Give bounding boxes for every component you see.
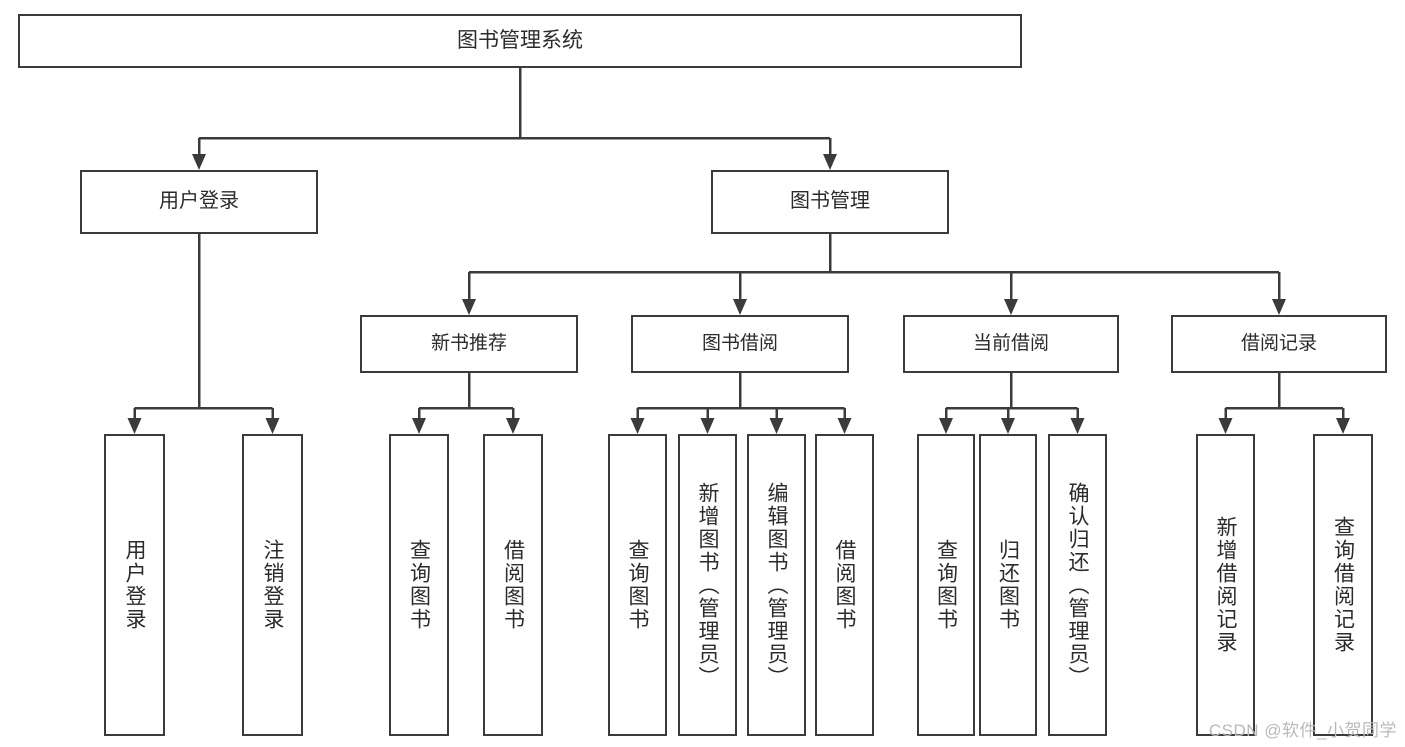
- node-leaf-add-record[interactable]: 新增借阅记录: [1196, 434, 1255, 736]
- node-label: 用户登录: [123, 539, 146, 631]
- node-label: 图书管理系统: [457, 28, 583, 52]
- node-book-borrow[interactable]: 图书借阅: [631, 315, 849, 373]
- node-label: 确认归还（管理员）: [1066, 481, 1089, 689]
- watermark: CSDN @软件_小贺同学: [1208, 721, 1397, 740]
- node-label: 新书推荐: [430, 332, 507, 354]
- node-leaf-user-login[interactable]: 用户登录: [104, 434, 165, 736]
- node-leaf-confirm-return-admin[interactable]: 确认归还（管理员）: [1048, 434, 1107, 736]
- node-label: 图书管理: [790, 190, 870, 213]
- node-borrow-record[interactable]: 借阅记录: [1171, 315, 1387, 373]
- node-book-manage[interactable]: 图书管理: [711, 170, 949, 234]
- node-leaf-borrow-book-1[interactable]: 借阅图书: [483, 434, 543, 736]
- node-label: 借阅图书: [501, 539, 525, 631]
- node-label: 注销登录: [261, 539, 284, 631]
- node-label: 借阅记录: [1240, 332, 1317, 354]
- node-label: 查询图书: [934, 539, 958, 631]
- node-root[interactable]: 图书管理系统: [18, 14, 1022, 68]
- node-label: 图书借阅: [701, 332, 778, 354]
- node-label: 查询图书: [626, 539, 649, 631]
- node-label: 归还图书: [996, 539, 1020, 631]
- node-label: 当前借阅: [972, 332, 1049, 354]
- node-leaf-query-record[interactable]: 查询借阅记录: [1313, 434, 1373, 736]
- node-label: 借阅图书: [833, 539, 856, 631]
- node-leaf-query-book-2[interactable]: 查询图书: [608, 434, 667, 736]
- node-leaf-return-book[interactable]: 归还图书: [979, 434, 1037, 736]
- node-current-borrow[interactable]: 当前借阅: [903, 315, 1119, 373]
- node-label: 查询图书: [407, 539, 431, 631]
- node-leaf-query-book-3[interactable]: 查询图书: [917, 434, 975, 736]
- node-label: 新增图书（管理员）: [696, 481, 719, 689]
- node-leaf-logout[interactable]: 注销登录: [242, 434, 303, 736]
- node-leaf-borrow-book-2[interactable]: 借阅图书: [815, 434, 874, 736]
- node-leaf-edit-book-admin[interactable]: 编辑图书（管理员）: [747, 434, 806, 736]
- node-label: 新增借阅记录: [1214, 516, 1237, 654]
- node-user-login[interactable]: 用户登录: [80, 170, 318, 234]
- node-label: 编辑图书（管理员）: [765, 481, 788, 689]
- node-label: 查询借阅记录: [1331, 516, 1355, 654]
- node-leaf-query-book-1[interactable]: 查询图书: [389, 434, 449, 736]
- node-leaf-add-book-admin[interactable]: 新增图书（管理员）: [678, 434, 737, 736]
- node-new-book-rec[interactable]: 新书推荐: [360, 315, 578, 373]
- node-label: 用户登录: [159, 190, 239, 213]
